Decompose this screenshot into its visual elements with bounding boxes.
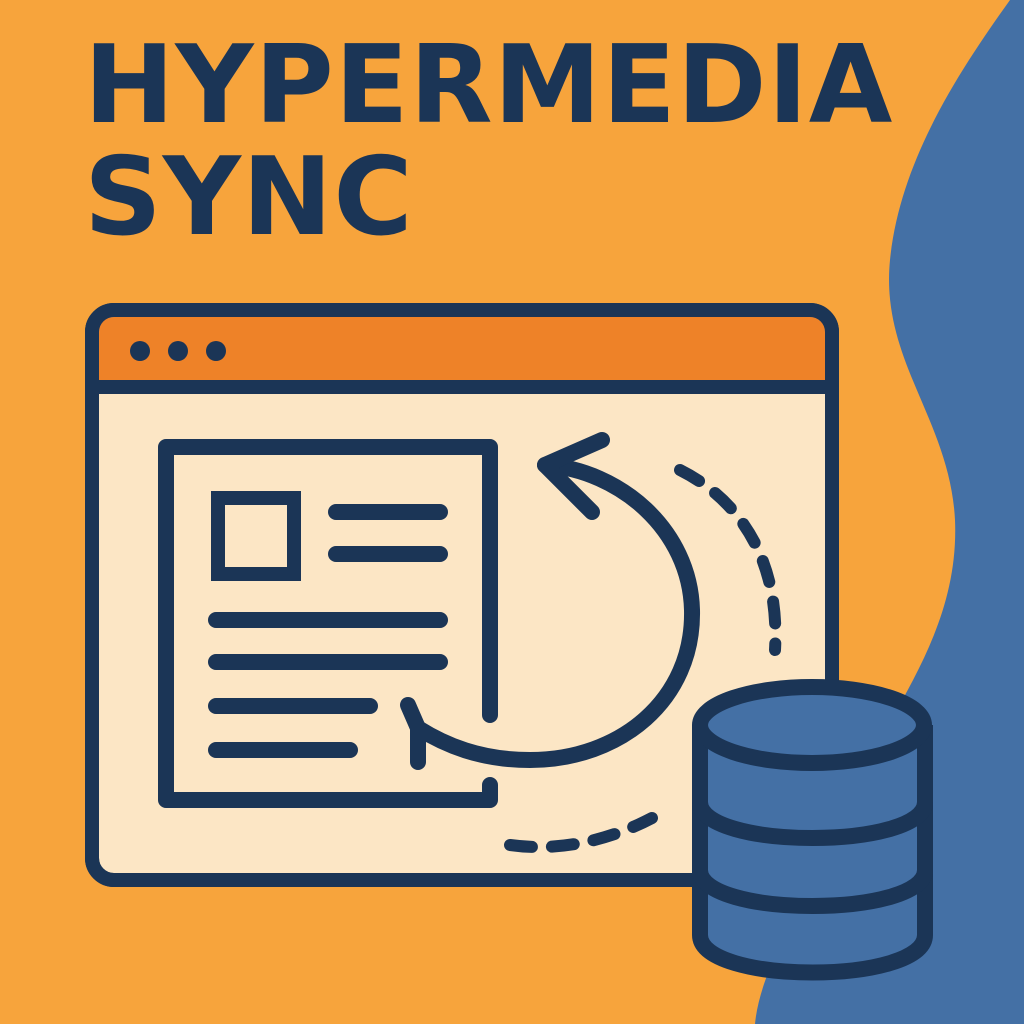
headline-line-2: SYNC — [84, 135, 414, 260]
circular-sync-arrow-icon — [400, 432, 782, 853]
document-icon — [158, 439, 498, 808]
database-icon — [692, 679, 933, 981]
headline-line-1: HYPERMEDIA — [84, 23, 894, 148]
blue-wave-shape — [755, 0, 1024, 1024]
window-dot-2 — [168, 341, 188, 361]
headline-title: HYPERMEDIA SYNC — [84, 30, 893, 254]
window-dot-3 — [206, 341, 226, 361]
window-dot-1 — [130, 341, 150, 361]
